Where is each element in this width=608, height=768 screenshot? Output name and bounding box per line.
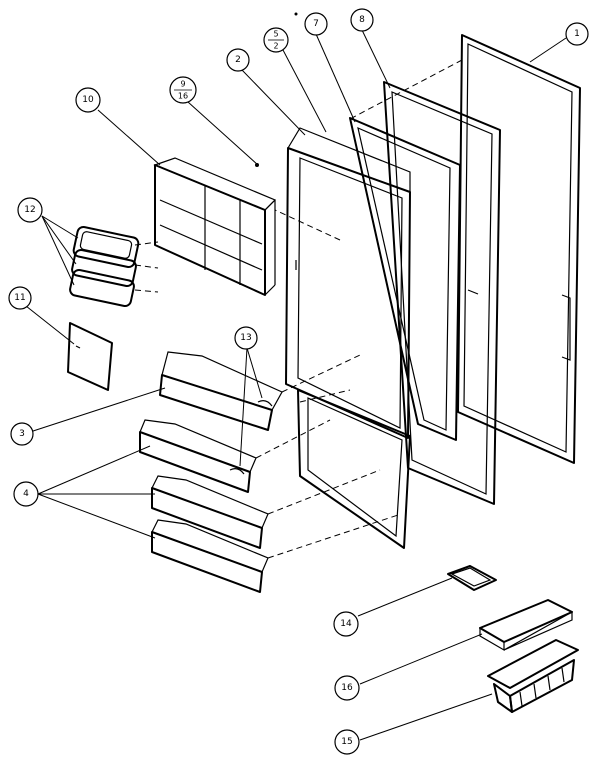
door-bin-lower-b — [151, 519, 269, 593]
container-stack — [69, 225, 140, 308]
cover-panel — [67, 322, 113, 391]
callout-2-label: 2 — [235, 55, 241, 65]
marker-dot — [255, 163, 259, 167]
callout-13-label: 13 — [240, 333, 251, 343]
callout-7: 7 — [304, 12, 328, 36]
callout-1-label: 1 — [574, 29, 580, 39]
callout-9-denominator: 16 — [178, 92, 188, 101]
callout-10: 10 — [75, 87, 101, 113]
breaker-frame — [349, 117, 461, 441]
callout-9-over-16: 9 16 — [169, 76, 197, 104]
callout-10-label: 10 — [82, 95, 94, 105]
inner-door-liner — [285, 127, 411, 439]
door-outer-panel — [457, 34, 581, 464]
callout-16-label: 16 — [341, 683, 353, 693]
callout-4: 4 — [13, 481, 39, 507]
callout-3: 3 — [10, 422, 34, 446]
callout-12: 12 — [17, 197, 43, 223]
callout-11-label: 11 — [14, 293, 25, 303]
assembly-lines — [134, 59, 463, 559]
door-bin-middle — [139, 419, 257, 493]
door-bin-upper — [159, 351, 283, 431]
callout-11: 11 — [8, 286, 32, 310]
callout-15-label: 15 — [341, 737, 352, 747]
callout-1: 1 — [565, 22, 589, 46]
callout-7-label: 7 — [313, 19, 319, 29]
bin-lid — [479, 599, 573, 652]
ice-bin — [487, 639, 579, 713]
marker-dot — [294, 12, 298, 16]
callout-15: 15 — [334, 729, 360, 755]
callout-9-numerator: 9 — [180, 80, 185, 89]
door-bin-lower-a — [151, 475, 269, 549]
callout-5-denominator: 2 — [273, 42, 278, 51]
callout-5-over-2: 5 2 — [263, 27, 289, 53]
callout-5-numerator: 5 — [273, 30, 278, 39]
shelf-unit — [153, 157, 277, 296]
callout-16: 16 — [334, 675, 360, 701]
lower-door-frame — [297, 389, 411, 549]
callout-14-label: 14 — [340, 619, 352, 629]
callout-8-label: 8 — [359, 15, 365, 25]
leader-lines — [25, 29, 567, 741]
callout-14: 14 — [333, 611, 359, 637]
callout-12-label: 12 — [24, 205, 35, 215]
callout-8: 8 — [350, 8, 374, 32]
callout-4-label: 4 — [23, 489, 29, 499]
callout-3-label: 3 — [19, 429, 25, 439]
small-tray — [447, 565, 497, 591]
callout-13: 13 — [234, 326, 258, 350]
callout-2: 2 — [226, 48, 250, 72]
